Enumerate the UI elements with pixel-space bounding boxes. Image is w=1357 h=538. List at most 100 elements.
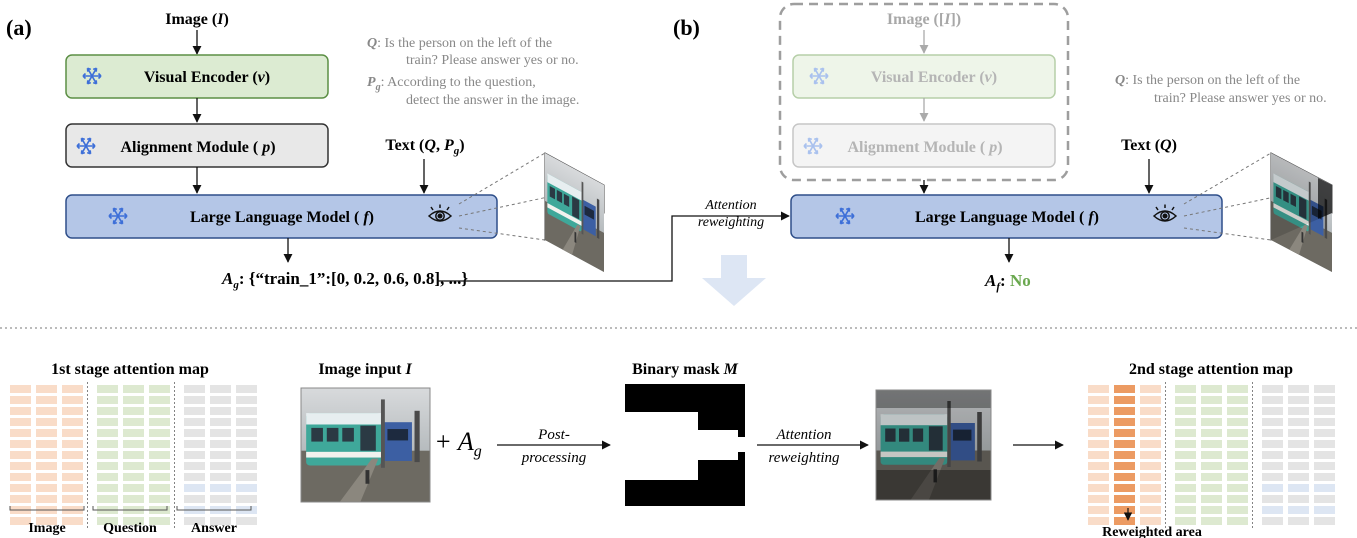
- attention-cell: [1262, 517, 1283, 525]
- attention-cell: [1114, 418, 1135, 426]
- attention-cell: [1175, 473, 1196, 481]
- image-input-frame: [300, 387, 431, 503]
- attention-cell: [1175, 418, 1196, 426]
- attention-cell: [97, 473, 118, 481]
- attention-cell: [97, 407, 118, 415]
- attention-cell: [1314, 407, 1335, 415]
- attention-cell: [97, 451, 118, 459]
- text-input-label-b: Text (Q): [1121, 137, 1177, 154]
- attention-cell: [36, 429, 57, 437]
- bottom-pipeline: 1st stage attention map Image Question A…: [9, 361, 1335, 538]
- attention-cell: [123, 517, 144, 525]
- attention-cell: [1314, 495, 1335, 503]
- attention-reweighting-label-2: reweighting: [768, 450, 840, 466]
- attention-cell: [1227, 429, 1248, 437]
- attention-cell: [123, 451, 144, 459]
- attention-map-1: [10, 382, 257, 528]
- attention-cell: [1140, 462, 1161, 470]
- attention-cell: [62, 451, 83, 459]
- attention-cell: [1088, 418, 1109, 426]
- attention-cell: [1227, 517, 1248, 525]
- attention-cell: [1314, 385, 1335, 393]
- attention-cell: [149, 495, 170, 503]
- image-input-photo: [301, 388, 430, 502]
- attention-cell: [1227, 440, 1248, 448]
- attention-cell: [97, 418, 118, 426]
- alignment-module-box-faded: [792, 123, 1056, 168]
- attention-cell: [1175, 385, 1196, 393]
- attention-cell: [1114, 451, 1135, 459]
- attention-cell: [10, 429, 31, 437]
- attention-cell: [236, 407, 257, 415]
- text-input-label: Text (Q, Pg): [385, 137, 464, 157]
- attention-cell: [1140, 429, 1161, 437]
- attention-cell: [1140, 451, 1161, 459]
- attention-cell: [236, 385, 257, 393]
- attention-cell: [149, 407, 170, 415]
- attention-cell: [184, 418, 205, 426]
- attention-cell: [36, 462, 57, 470]
- attention-cell: [36, 484, 57, 492]
- attention-cell: [1088, 517, 1109, 525]
- attention-cell: [1227, 484, 1248, 492]
- attention-label: Attention: [704, 198, 756, 213]
- attention-cell: [1288, 385, 1309, 393]
- attention-map-2: [1088, 382, 1335, 528]
- attention-cell: [236, 451, 257, 459]
- attention-cell: [10, 396, 31, 404]
- attention-cell: [1314, 451, 1335, 459]
- attention-cell: [97, 462, 118, 470]
- attention-cell: [1114, 396, 1135, 404]
- attention-cell: [62, 429, 83, 437]
- attention-cell: [97, 385, 118, 393]
- attention-cell: [1114, 407, 1135, 415]
- llm-label-b: Large Language Model ( f): [915, 209, 1099, 226]
- attention-cell: [1088, 484, 1109, 492]
- attention-cell: [1114, 495, 1135, 503]
- attention-cell: [1288, 517, 1309, 525]
- attention-cell: [1288, 407, 1309, 415]
- attention-cell: [1314, 418, 1335, 426]
- attention-cell: [123, 396, 144, 404]
- attention-cell: [36, 407, 57, 415]
- attention-cell: [1175, 517, 1196, 525]
- attention-cell: [1114, 473, 1135, 481]
- attention-cell: [1262, 506, 1283, 514]
- attention-cell: [236, 429, 257, 437]
- attention-cell: [1262, 451, 1283, 459]
- attention-cell: [1114, 385, 1135, 393]
- attention-cell: [1088, 451, 1109, 459]
- panel-a-image-input: Image (I): [165, 11, 229, 28]
- attention-cell: [1175, 495, 1196, 503]
- attention-cell: [1088, 462, 1109, 470]
- attention-cell: [1175, 440, 1196, 448]
- attention-cell: [97, 440, 118, 448]
- attention-cell: [210, 473, 231, 481]
- attention-cell: [62, 407, 83, 415]
- attention-cell: [62, 462, 83, 470]
- panel-a-prompt: Q: Is the person on the left of the trai…: [367, 36, 579, 108]
- panel-b: (b) Image ([I]) Visual Encoder (v) Align…: [673, 2, 1333, 293]
- attention-cell: [36, 418, 57, 426]
- attention-cell: [1314, 517, 1335, 525]
- attention-cell: [123, 385, 144, 393]
- svg-text:Q: Is the person on the left o: Q: Is the person on the left of the: [367, 36, 552, 51]
- attention-cell: [210, 429, 231, 437]
- map2-title: 2nd stage attention map: [1129, 361, 1293, 378]
- attention-cell: [10, 462, 31, 470]
- reweighted-dim: [876, 390, 991, 500]
- attention-cell: [1262, 418, 1283, 426]
- attention-cell: [1288, 429, 1309, 437]
- panel-b-prompt: Q: Is the person on the left of the trai…: [1115, 73, 1327, 106]
- panel-b-label: (b): [673, 15, 700, 40]
- attention-cell: [1262, 385, 1283, 393]
- attention-cell: [210, 385, 231, 393]
- attention-cell: [123, 407, 144, 415]
- llm-label: Large Language Model ( f): [190, 209, 374, 226]
- attention-cell: [1262, 484, 1283, 492]
- attention-cell: [1140, 495, 1161, 503]
- attention-cell: [62, 418, 83, 426]
- attention-cell: [184, 517, 205, 525]
- attention-cell: [123, 462, 144, 470]
- attention-cell: [1140, 440, 1161, 448]
